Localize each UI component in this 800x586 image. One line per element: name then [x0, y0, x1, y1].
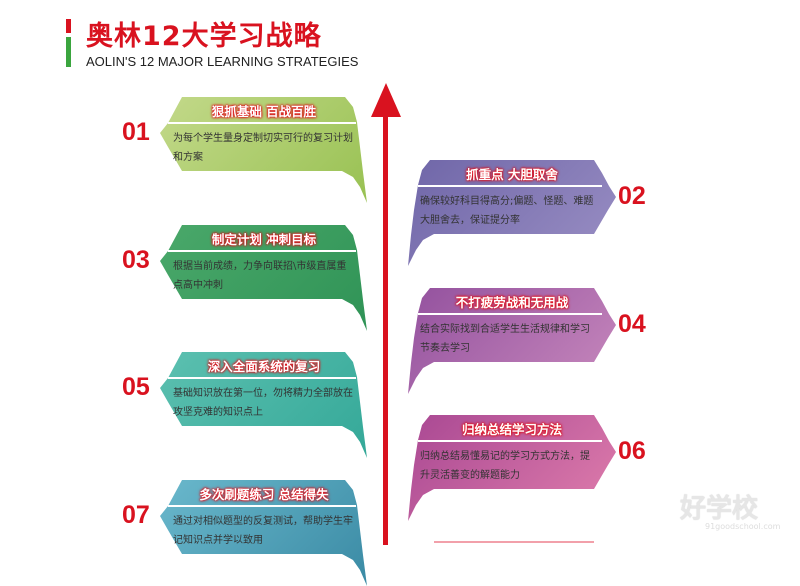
- strategy-number: 01: [122, 118, 150, 146]
- card-divider: [168, 122, 356, 124]
- watermark-logo: 好学校: [680, 494, 759, 524]
- strategy-number: 06: [618, 437, 646, 465]
- card-title: 抓重点 大胆取舍: [466, 167, 558, 182]
- strategy-card-03: 制定计划 冲刺目标 根据当前成绩，力争向联招\市级直属重点高中冲刺: [160, 225, 368, 331]
- logo-bar-green: [66, 37, 71, 67]
- card-divider: [168, 250, 356, 252]
- card-title: 不打疲劳战和无用战: [455, 295, 569, 310]
- strategy-card-06: 归纳总结学习方法 归纳总结易懂易记的学习方式方法，提升灵活善变的解题能力: [408, 415, 616, 521]
- card-text: 结合实际找到合适学生生活规律和学习节奏去学习: [420, 324, 590, 354]
- page-subtitle: AOLIN'S 12 MAJOR LEARNING STRATEGIES: [86, 54, 359, 69]
- strategy-number: 05: [122, 373, 150, 401]
- card-title: 多次刷题练习 总结得失: [199, 487, 329, 502]
- card-divider: [168, 505, 356, 507]
- card-text: 基础知识放在第一位，勿将精力全部放在攻坚克难的知识点上: [173, 388, 353, 418]
- card-text: 根据当前成绩，力争向联招\市级直属重点高中冲刺: [173, 261, 347, 291]
- card-title: 狠抓基础 百战百胜: [211, 104, 317, 119]
- strategy-card-01: 狠抓基础 百战百胜 为每个学生量身定制切实可行的复习计划和方案: [160, 97, 368, 203]
- strategy-number: 07: [122, 501, 150, 529]
- strategy-card-04: 不打疲劳战和无用战 结合实际找到合适学生生活规律和学习节奏去学习: [408, 288, 616, 394]
- strategy-number: 04: [618, 310, 646, 338]
- card-divider: [168, 377, 356, 379]
- card-divider: [418, 313, 602, 315]
- arrow-up-icon: [371, 83, 401, 117]
- card-divider: [418, 440, 602, 442]
- card-text: 确保较好科目得高分;偏题、怪题、难题大胆舍去，保证提分率: [420, 196, 594, 226]
- card-text: 为每个学生量身定制切实可行的复习计划和方案: [173, 133, 353, 163]
- watermark-url: 91goodschool.com: [705, 522, 781, 531]
- strategy-card-08-partial: [434, 541, 594, 543]
- card-divider: [418, 185, 602, 187]
- strategy-card-02: 抓重点 大胆取舍 确保较好科目得高分;偏题、怪题、难题大胆舍去，保证提分率: [408, 160, 616, 266]
- card-title: 制定计划 冲刺目标: [211, 232, 317, 247]
- page-title: 奥林12大学习战略: [86, 21, 322, 52]
- card-text: 通过对相似题型的反复测试，帮助学生牢记知识点并学以致用: [173, 516, 353, 546]
- logo-bar-red: [66, 19, 71, 33]
- timeline-line: [383, 105, 388, 545]
- strategy-number: 03: [122, 246, 150, 274]
- strategy-card-05: 深入全面系统的复习 基础知识放在第一位，勿将精力全部放在攻坚克难的知识点上: [160, 352, 368, 458]
- strategy-number: 02: [618, 182, 646, 210]
- strategy-card-07: 多次刷题练习 总结得失 通过对相似题型的反复测试，帮助学生牢记知识点并学以致用: [160, 480, 368, 586]
- card-text: 归纳总结易懂易记的学习方式方法，提升灵活善变的解题能力: [420, 451, 590, 481]
- card-title: 归纳总结学习方法: [461, 422, 562, 437]
- card-title: 深入全面系统的复习: [207, 359, 321, 374]
